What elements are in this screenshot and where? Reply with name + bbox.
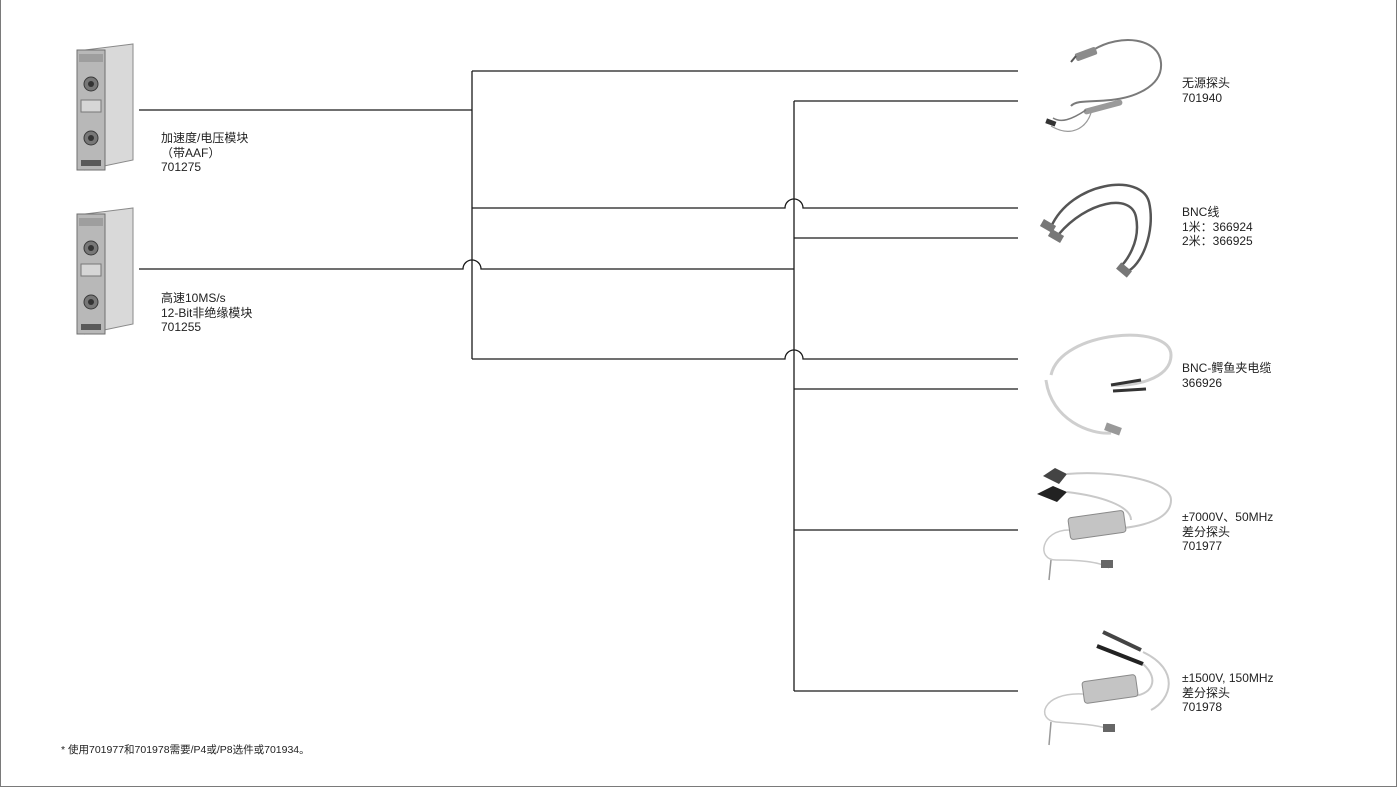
accessory-model: 701978 xyxy=(1182,700,1274,715)
wire-module1-to-bnc-cable xyxy=(472,199,1018,208)
module-label-701255: 高速10MS/s 12-Bit非绝缘模块 701255 xyxy=(161,291,252,335)
accessory-model: 701977 xyxy=(1182,539,1273,554)
accessory-model: 366926 xyxy=(1182,376,1271,391)
module-model: 701275 xyxy=(161,160,248,175)
input-module-icon xyxy=(73,42,139,174)
bnc-alligator-cable-icon xyxy=(1031,325,1181,453)
accessory-name: BNC线 xyxy=(1182,205,1253,220)
accessory-model: 701940 xyxy=(1182,91,1230,106)
accessory-label-366926: BNC-鳄鱼夹电缆 366926 xyxy=(1182,361,1271,390)
differential-probe-icon xyxy=(1031,460,1181,590)
module-name: 高速10MS/s xyxy=(161,291,252,306)
accessory-model-2m: 2米：366925 xyxy=(1182,234,1253,249)
accessory-label-bnc: BNC线 1米：366924 2米：366925 xyxy=(1182,205,1253,249)
bnc-cable-icon xyxy=(1031,172,1171,300)
input-module-icon xyxy=(73,206,139,338)
accessory-name: 差分探头 xyxy=(1182,525,1273,540)
accessory-name: 无源探头 xyxy=(1182,76,1230,91)
module-name: 加速度/电压模块 xyxy=(161,131,248,146)
accessory-label-701940: 无源探头 701940 xyxy=(1182,76,1230,105)
module-label-701275: 加速度/电压模块 （带AAF） 701275 xyxy=(161,131,248,175)
module-note: （带AAF） xyxy=(161,146,248,161)
passive-probe-icon xyxy=(1031,28,1171,158)
differential-probe-icon xyxy=(1031,630,1181,758)
accessory-label-701977: ±7000V、50MHz 差分探头 701977 xyxy=(1182,510,1273,554)
module-model: 701255 xyxy=(161,320,252,335)
module-note: 12-Bit非绝缘模块 xyxy=(161,306,252,321)
accessory-name: BNC-鳄鱼夹电缆 xyxy=(1182,361,1271,376)
accessory-spec: ±7000V、50MHz xyxy=(1182,510,1273,525)
accessory-model-1m: 1米：366924 xyxy=(1182,220,1253,235)
wire-module1-to-alligator-cable xyxy=(472,350,1018,359)
footnote: * 使用701977和701978需要/P4或/P8选件或701934。 xyxy=(61,742,310,757)
accessory-spec: ±1500V, 150MHz xyxy=(1182,671,1274,686)
accessory-name: 差分探头 xyxy=(1182,686,1274,701)
wire-module2-out xyxy=(139,260,794,269)
accessory-label-701978: ±1500V, 150MHz 差分探头 701978 xyxy=(1182,671,1274,715)
